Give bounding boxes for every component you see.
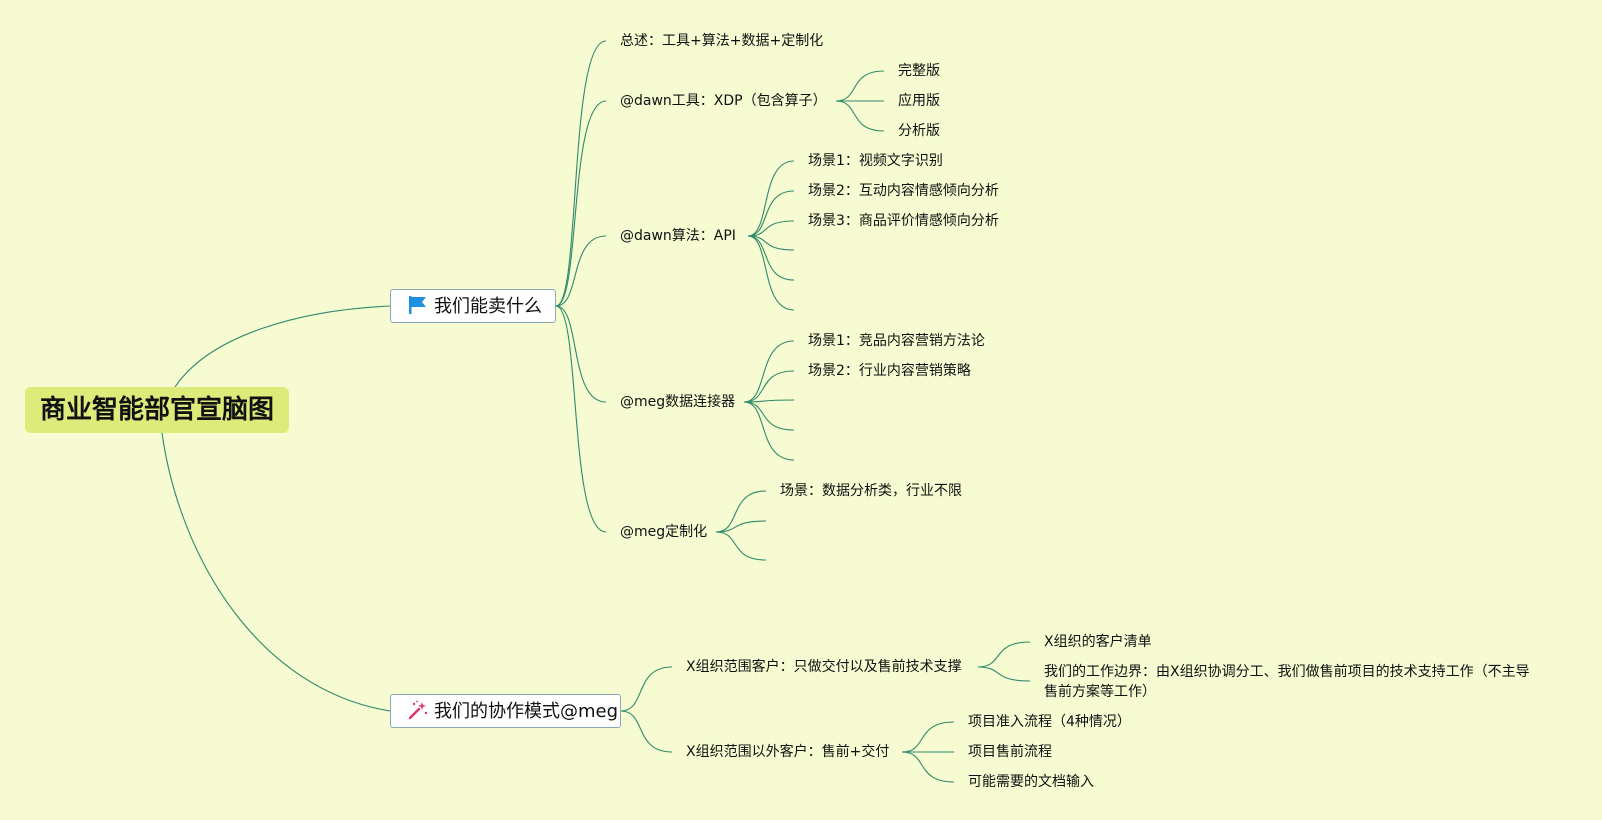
link-x-org-1 [977, 666, 1031, 682]
topic-full-edition[interactable]: 完整版 [898, 63, 940, 79]
link-collab-1 [620, 710, 673, 753]
link-meg-custom-2 [715, 531, 767, 561]
link-meg-connector-4 [743, 401, 795, 461]
topic-document-input[interactable]: 可能需要的文档输入 [968, 774, 1094, 790]
link-root-branch-1 [174, 305, 391, 388]
branch-label: 我们的协作模式@meg [434, 701, 619, 722]
link-what-we-sell-3 [555, 305, 607, 403]
root-topic[interactable]: 商业智能部官宣脑图 [25, 387, 289, 433]
topic-overview[interactable]: 总述：工具+算法+数据+定制化 [620, 33, 824, 49]
topic-dawn-tool[interactable]: @dawn工具：XDP（包含算子） [620, 93, 827, 109]
branch-what-we-sell[interactable]: 我们能卖什么 [390, 289, 556, 323]
link-outside-0 [901, 721, 955, 753]
topic-x-org-client-list[interactable]: X组织的客户清单 [1044, 634, 1152, 650]
topic-scene-video-ocr[interactable]: 场景1：视频文字识别 [808, 153, 943, 169]
topic-scene-interaction-sentiment[interactable]: 场景2：互动内容情感倾向分析 [808, 183, 999, 199]
link-collab-0 [620, 666, 673, 712]
link-xdp-2 [835, 100, 885, 132]
link-dawn-algo-2 [747, 220, 795, 237]
link-meg-connector-3 [743, 401, 795, 431]
topic-scene-data-analysis[interactable]: 场景：数据分析类，行业不限 [780, 483, 962, 499]
topic-meg-data-connector[interactable]: @meg数据连接器 [620, 394, 736, 410]
topic-scene-review-sentiment[interactable]: 场景3：商品评价情感倾向分析 [808, 213, 999, 229]
link-meg-connector-2 [743, 399, 795, 403]
link-root-branch-2 [161, 432, 391, 712]
topic-dawn-algorithm[interactable]: @dawn算法：API [620, 228, 736, 244]
topic-project-admission[interactable]: 项目准入流程（4种情况） [968, 714, 1131, 730]
link-x-org-0 [977, 641, 1031, 668]
topic-presales-process[interactable]: 项目售前流程 [968, 744, 1052, 760]
link-outside-2 [901, 751, 955, 783]
magic-wand-icon [407, 699, 429, 721]
link-dawn-algo-3 [747, 235, 795, 251]
topic-work-boundary[interactable]: 我们的工作边界：由X组织协调分工、我们做售前项目的技术支持工作（不主导售前方案等… [1044, 664, 1530, 700]
link-dawn-algo-1 [747, 190, 795, 237]
branch-label: 我们能卖什么 [434, 296, 542, 317]
flag-icon [407, 294, 429, 316]
link-dawn-algo-5 [747, 235, 795, 311]
link-dawn-algo-0 [747, 160, 795, 237]
link-meg-custom-0 [715, 490, 767, 533]
link-what-we-sell-2 [555, 235, 607, 307]
topic-app-edition[interactable]: 应用版 [898, 93, 940, 109]
topic-analysis-edition[interactable]: 分析版 [898, 123, 940, 139]
link-meg-connector-1 [743, 370, 795, 403]
branch-collaboration-mode[interactable]: 我们的协作模式@meg [390, 694, 621, 728]
topic-scene-industry-marketing[interactable]: 场景2：行业内容营销策略 [808, 363, 971, 379]
topic-meg-customization[interactable]: @meg定制化 [620, 524, 708, 540]
link-what-we-sell-4 [555, 305, 607, 533]
link-xdp-0 [835, 70, 885, 102]
link-meg-connector-0 [743, 340, 795, 403]
topic-x-org-clients[interactable]: X组织范围客户：只做交付以及售前技术支撑 [686, 659, 962, 675]
link-meg-custom-1 [715, 520, 767, 533]
topic-scene-competitor-marketing[interactable]: 场景1：竞品内容营销方法论 [808, 333, 985, 349]
link-what-we-sell-1 [555, 100, 607, 307]
link-what-we-sell-0 [555, 40, 607, 307]
link-dawn-algo-4 [747, 235, 795, 281]
topic-outside-x-org-clients[interactable]: X组织范围以外客户：售前+交付 [686, 744, 890, 760]
